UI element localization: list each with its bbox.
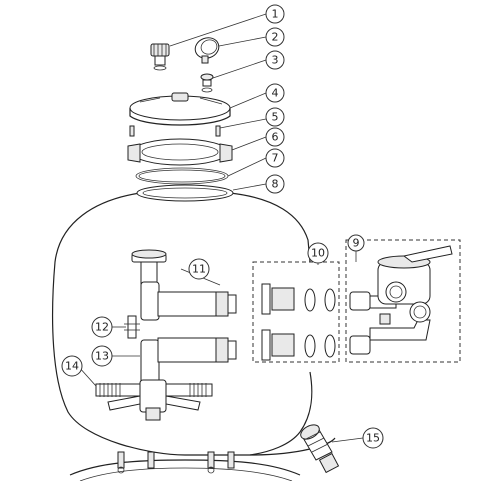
lateral-ribs-left bbox=[99, 383, 121, 397]
callout-4-label: 4 bbox=[272, 87, 279, 100]
lateral-ribs-right bbox=[189, 383, 207, 397]
tank-lid bbox=[129, 92, 231, 126]
multiport-valve-group bbox=[345, 239, 461, 363]
callout-5: 5 bbox=[265, 107, 285, 127]
callout-3: 3 bbox=[265, 50, 285, 70]
drain-plug bbox=[300, 424, 340, 474]
pressure-gauge bbox=[194, 37, 220, 64]
callout-14-label: 14 bbox=[65, 360, 79, 373]
pipe-connector bbox=[124, 315, 140, 339]
callout-13: 13 bbox=[91, 345, 113, 367]
callout-13-label: 13 bbox=[95, 350, 109, 363]
callout-4: 4 bbox=[265, 83, 285, 103]
leader-lines bbox=[77, 13, 364, 443]
lower-lateral-pipe bbox=[140, 337, 237, 387]
callout-6: 6 bbox=[265, 127, 285, 147]
callout-10-label: 10 bbox=[311, 247, 325, 260]
top-cap bbox=[150, 43, 170, 71]
lateral-hub bbox=[95, 379, 213, 421]
callout-15: 15 bbox=[362, 427, 384, 449]
bolts bbox=[129, 125, 221, 137]
filter-tank bbox=[51, 184, 336, 481]
callout-2: 2 bbox=[265, 27, 285, 47]
callout-1-label: 1 bbox=[272, 8, 279, 21]
callout-9-label: 9 bbox=[353, 237, 360, 250]
callout-15-label: 15 bbox=[366, 432, 380, 445]
bulkhead-fittings-group bbox=[252, 261, 340, 363]
callout-8-label: 8 bbox=[272, 178, 279, 191]
callout-9: 9 bbox=[347, 234, 365, 252]
callout-11: 11 bbox=[188, 258, 210, 280]
callout-7-label: 7 bbox=[272, 152, 279, 165]
callout-6-label: 6 bbox=[272, 131, 279, 144]
callout-3-label: 3 bbox=[272, 54, 279, 67]
clamp-ring bbox=[127, 138, 233, 166]
callout-11-label: 11 bbox=[192, 263, 206, 276]
callout-5-label: 5 bbox=[272, 111, 279, 124]
callout-10: 10 bbox=[307, 242, 329, 264]
callout-1: 1 bbox=[265, 4, 285, 24]
callout-8: 8 bbox=[265, 174, 285, 194]
callout-12: 12 bbox=[91, 316, 113, 338]
small-fitting bbox=[200, 73, 214, 93]
callout-2-label: 2 bbox=[272, 31, 279, 44]
upper-lateral-pipe bbox=[131, 249, 237, 321]
o-ring bbox=[135, 167, 229, 185]
callout-12-label: 12 bbox=[95, 321, 109, 334]
callout-7: 7 bbox=[265, 148, 285, 168]
callout-14: 14 bbox=[61, 355, 83, 377]
